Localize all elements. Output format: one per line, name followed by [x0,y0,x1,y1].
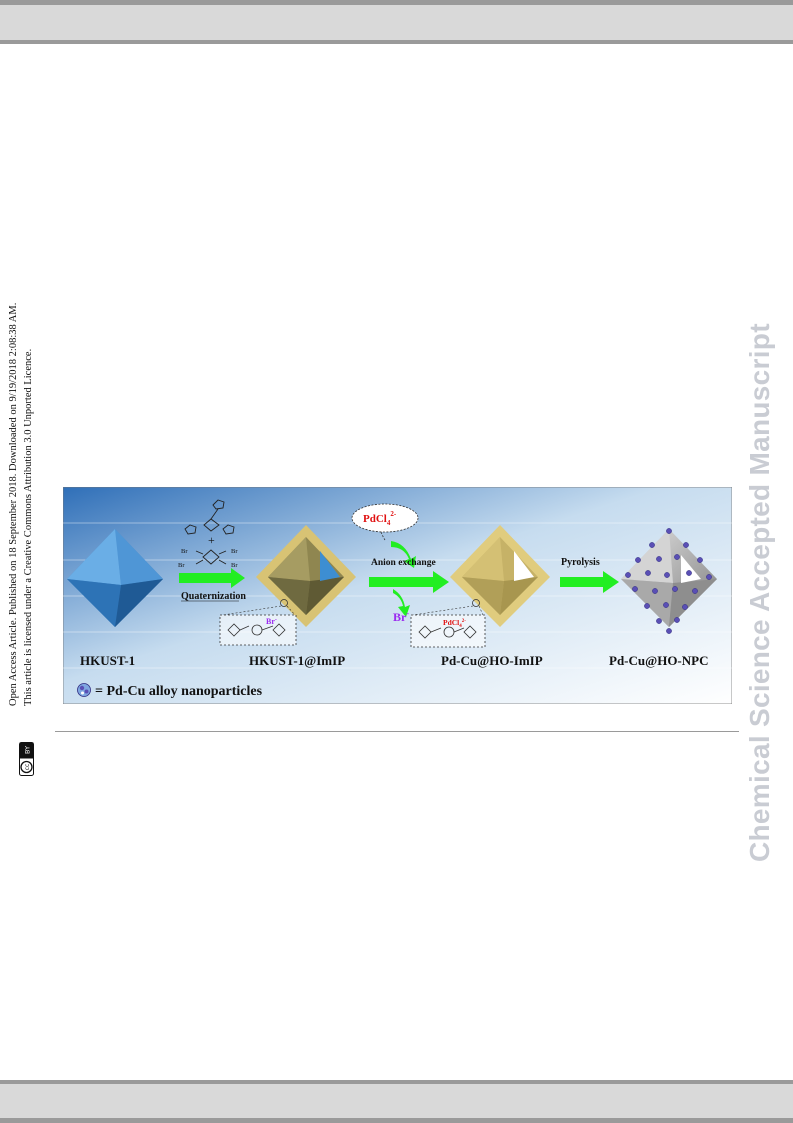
svg-text:PdCl42-: PdCl42- [443,618,466,629]
figure-legend: = Pd-Cu alloy nanoparticles [95,684,263,699]
quaternization-label: Quaternization [181,591,246,602]
figure-bottom-rule [55,731,739,732]
svg-text:Br: Br [181,548,188,555]
svg-text:Br: Br [178,562,185,569]
nanoparticle-legend-icon [77,683,91,697]
svg-text:+: + [208,533,215,547]
pdcl4-cloud [351,503,419,541]
anion-exchange-arrow [369,571,449,593]
licence-note[interactable]: This article is licensed under a Creativ… [23,349,34,706]
bromide-release-arrow [393,589,410,617]
pyrolysis-label: Pyrolysis [561,557,600,568]
svg-text:cc: cc [24,764,31,771]
quaternization-arrow [179,568,245,588]
stage-label-pdcu-ho-npc: Pd-Cu@HO-NPC [609,653,709,668]
pdcu-ho-npc-octahedron [621,529,717,627]
stage-label-pdcu-ho-imip: Pd-Cu@HO-ImIP [441,653,543,668]
cc-badge-text: BY [24,746,32,754]
journal-watermark: Chemical Science Accepted Manuscript [744,323,775,862]
bromide-ion-label: Br- [393,609,409,624]
monomer-structures [184,499,235,565]
imip-inset-box [219,614,297,646]
header-bar [0,0,793,44]
pdcu-ho-imip-octahedron [450,525,550,627]
svg-text:PdCl42-: PdCl42- [363,510,397,527]
open-access-note: Open Access Article. Published on 18 Sep… [8,302,19,706]
pyrolysis-arrow [560,571,619,593]
synthesis-scheme-figure: Br- PdCl42- [63,487,732,704]
pdcl4-curved-arrow [391,541,416,568]
stage-label-hkust1-imip: HKUST-1@ImIP [249,653,346,668]
svg-text:Br: Br [231,548,238,555]
anion-exchange-label: Anion exchange [371,558,436,568]
cc-by-badge-icon[interactable]: cc BY [19,742,34,776]
pdcl-inset-box [410,614,486,648]
pd-cu-nanoparticles [625,528,712,634]
svg-text:Br: Br [231,562,238,569]
svg-text:Br-: Br- [266,617,277,626]
hkust1-octahedron [67,529,163,627]
footer-bar [0,1080,793,1123]
stage-label-hkust1: HKUST-1 [80,653,136,668]
licence-link[interactable]: This article is licensed under a Creativ… [23,348,34,706]
